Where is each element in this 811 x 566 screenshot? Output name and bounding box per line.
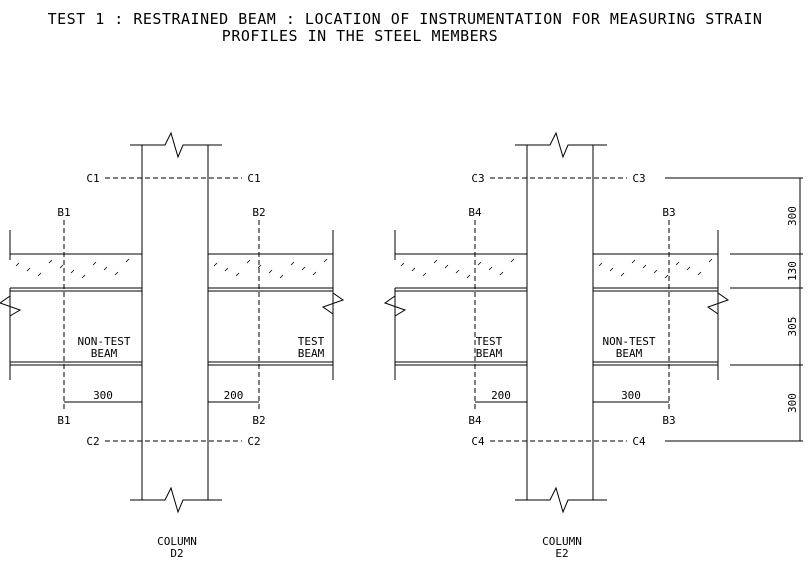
concrete-hatch	[433, 259, 438, 264]
concrete-hatch	[290, 261, 295, 266]
concrete-hatch	[444, 264, 449, 269]
concrete-hatch	[642, 264, 647, 269]
right-beam-section-label-bottom: B3	[662, 414, 675, 427]
concrete-hatch	[246, 259, 251, 264]
section-label-bottom-left: C4	[471, 435, 485, 448]
right-beam-label: NON-TEST	[603, 335, 656, 348]
column-bottom-break-line	[130, 486, 222, 514]
concrete-hatch	[81, 274, 86, 279]
concrete-hatch	[422, 272, 427, 277]
concrete-hatch	[59, 264, 64, 269]
vertical-dimension-chain: 300 130 305 300	[665, 177, 803, 442]
right-beam-break-icon	[706, 292, 730, 315]
right-beam-label: BEAM	[616, 347, 643, 360]
concrete-hatch	[620, 272, 625, 277]
concrete-hatch	[92, 261, 97, 266]
concrete-hatch	[609, 267, 614, 272]
column-top-break-line	[130, 131, 222, 159]
vertical-dimension-value: 300	[786, 393, 799, 413]
concrete-hatch	[686, 266, 691, 271]
title-line-1: TEST 1 : RESTRAINED BEAM : LOCATION OF I…	[48, 10, 763, 28]
column-bottom-break-line	[515, 486, 607, 514]
concrete-hatch	[664, 274, 669, 279]
left-beam-section-label-bottom: B4	[468, 414, 482, 427]
concrete-hatch	[125, 258, 130, 263]
section-label-top-left: C1	[86, 172, 99, 185]
concrete-hatch	[477, 261, 482, 266]
concrete-hatch	[323, 258, 328, 263]
concrete-hatch	[400, 262, 405, 267]
left-beam-break-icon	[0, 288, 22, 320]
column-id: E2	[555, 547, 568, 560]
concrete-hatch	[466, 274, 471, 279]
concrete-hatch	[48, 259, 53, 264]
concrete-hatch	[268, 269, 273, 274]
vertical-dimension-value: 300	[786, 206, 799, 226]
concrete-hatch	[697, 271, 702, 276]
vertical-dimension-value: 130	[786, 261, 799, 281]
concrete-hatch	[235, 272, 240, 277]
concrete-hatch	[213, 262, 218, 267]
concrete-hatch	[510, 258, 515, 263]
concrete-hatch	[279, 274, 284, 279]
left-beam-label: BEAM	[476, 347, 503, 360]
section-label-bottom-right: C4	[632, 435, 646, 448]
column-label: COLUMN	[157, 535, 197, 548]
concrete-hatch	[653, 269, 658, 274]
concrete-hatch	[488, 266, 493, 271]
section-label-top-left: C3	[471, 172, 484, 185]
right-beam-label: BEAM	[298, 347, 325, 360]
concrete-hatch	[301, 266, 306, 271]
concrete-hatch	[70, 269, 75, 274]
left-beam-label: NON-TEST	[78, 335, 131, 348]
right-beam-break-icon	[321, 292, 345, 315]
left-beam-section-label-top: B1	[57, 206, 70, 219]
left-beam-label: BEAM	[91, 347, 118, 360]
concrete-hatch	[114, 271, 119, 276]
left-beam-section-label-bottom: B1	[57, 414, 70, 427]
section-label-bottom-left: C2	[86, 435, 99, 448]
right-beam-section-label-top: B3	[662, 206, 675, 219]
title-line-2: PROFILES IN THE STEEL MEMBERS	[222, 27, 498, 45]
left-beam-label: TEST	[476, 335, 503, 348]
concrete-hatch	[224, 267, 229, 272]
concrete-hatch	[708, 258, 713, 263]
concrete-hatch	[598, 262, 603, 267]
vertical-dimension-value: 305	[786, 317, 799, 337]
concrete-hatch	[312, 271, 317, 276]
concrete-hatch	[455, 269, 460, 274]
column-label: COLUMN	[542, 535, 582, 548]
section-label-bottom-right: C2	[247, 435, 260, 448]
left-beam-break-icon	[383, 288, 407, 320]
concrete-hatch	[411, 267, 416, 272]
concrete-hatch	[103, 266, 108, 271]
right-dimension-value: 300	[621, 389, 641, 402]
concrete-hatch	[37, 272, 42, 277]
concrete-hatch	[675, 261, 680, 266]
column-top-break-line	[515, 131, 607, 159]
concrete-hatch	[26, 267, 31, 272]
concrete-hatch	[499, 271, 504, 276]
right-beam-label: TEST	[298, 335, 325, 348]
right-dimension-value: 200	[224, 389, 244, 402]
concrete-hatch	[257, 264, 262, 269]
left-beam-section-label-top: B4	[468, 206, 482, 219]
section-label-top-right: C3	[632, 172, 645, 185]
concrete-hatch	[631, 259, 636, 264]
right-beam-section-label-top: B2	[252, 206, 265, 219]
left-dimension-value: 300	[93, 389, 113, 402]
column-id: D2	[170, 547, 183, 560]
left-dimension-value: 200	[491, 389, 511, 402]
concrete-hatch	[15, 262, 20, 267]
right-beam-section-label-bottom: B2	[252, 414, 265, 427]
section-label-top-right: C1	[247, 172, 260, 185]
